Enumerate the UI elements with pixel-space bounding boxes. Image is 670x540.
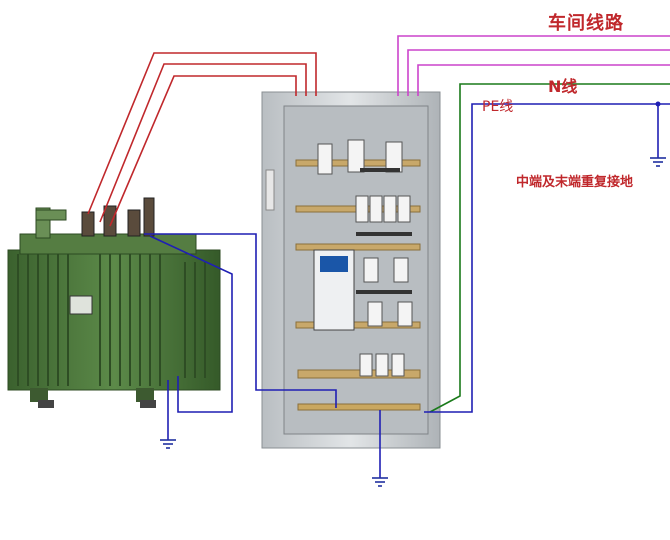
door-hinge <box>265 169 275 211</box>
transformer-cooling-fins <box>17 254 206 386</box>
n-line <box>429 83 670 413</box>
ground-symbol-icon <box>650 157 666 167</box>
breakers <box>317 139 413 377</box>
workshop-line-label: 车间线路 <box>548 13 624 34</box>
distribution-cabinet <box>261 91 441 449</box>
n-line-label: N线 <box>548 77 578 96</box>
pe-lines <box>144 103 670 478</box>
ground-symbol-icon <box>160 439 176 449</box>
terminal-strips <box>356 168 412 294</box>
repeat-ground-label: 中端及末端重复接地 <box>516 175 634 190</box>
ground-bus-bar <box>297 403 421 411</box>
transformer <box>7 197 221 408</box>
pe-line-label: PE线 <box>482 99 514 115</box>
nameplate <box>69 295 93 315</box>
pe-junction-dot <box>655 101 661 107</box>
phase-lines-red <box>87 52 317 227</box>
bushings <box>81 197 155 237</box>
workshop-lines-magenta <box>397 35 670 96</box>
ground-symbol-icon <box>372 477 388 487</box>
